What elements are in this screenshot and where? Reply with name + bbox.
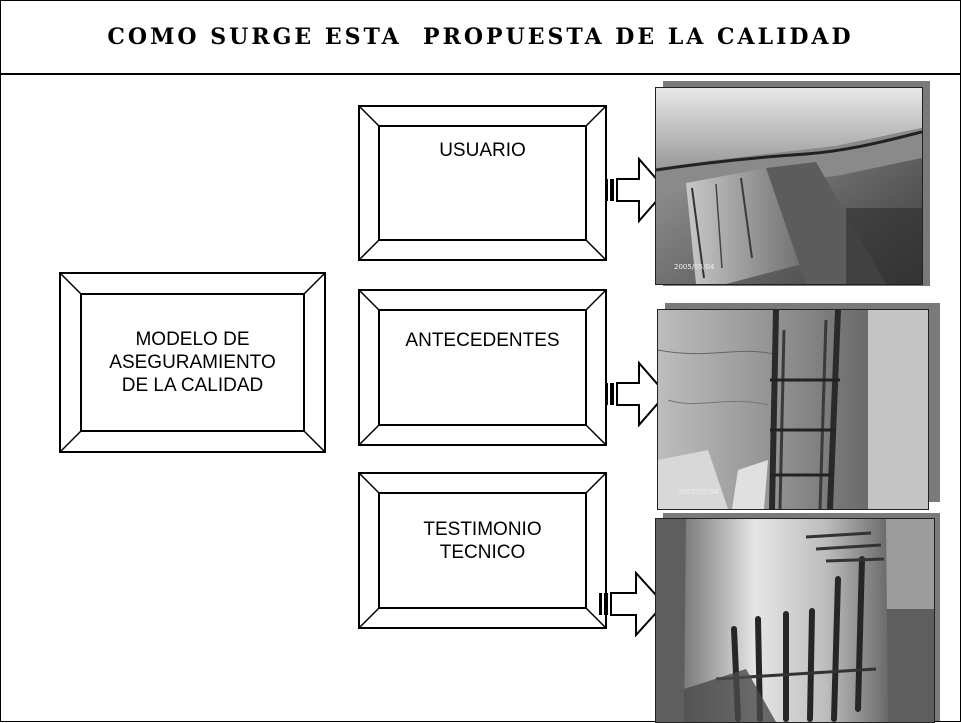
box-usuario: USUARIO	[358, 105, 607, 261]
box-antecedentes: ANTECEDENTES	[358, 289, 607, 446]
bevel-frame	[358, 289, 607, 446]
box-testimonio-tecnico: TESTIMONIO TECNICO	[358, 472, 607, 629]
bevel-frame	[358, 105, 607, 261]
arrow-right-icon	[605, 361, 668, 427]
column-image	[658, 310, 928, 509]
arrow-right-icon	[605, 157, 668, 223]
bevel-frame	[358, 472, 607, 629]
bevel-frame	[59, 272, 326, 453]
box-modelo-aseguramiento: MODELO DE ASEGURAMIENTO DE LA CALIDAD	[59, 272, 326, 453]
photo-date-stamp: 2005/05/04	[678, 488, 719, 496]
box-testimonio-label: TESTIMONIO TECNICO	[423, 519, 542, 563]
box-usuario-label: USUARIO	[439, 140, 526, 161]
beam-image	[656, 88, 922, 284]
photo-column-rebar: 2005/05/04	[657, 309, 929, 510]
box-antecedentes-label: ANTECEDENTES	[405, 330, 560, 351]
pile-image	[656, 519, 934, 722]
slide-title: COMO SURGE ESTA PROPUESTA DE LA CALIDAD	[1, 1, 960, 75]
box-modelo-label: MODELO DE ASEGURAMIENTO DE LA CALIDAD	[109, 329, 276, 396]
photo-date-stamp: 2005/05/04	[674, 263, 715, 271]
arrow-right-icon	[599, 571, 666, 637]
photo-pile-corrosion	[655, 518, 935, 723]
photo-beam-damage: 2005/05/04	[655, 87, 923, 285]
